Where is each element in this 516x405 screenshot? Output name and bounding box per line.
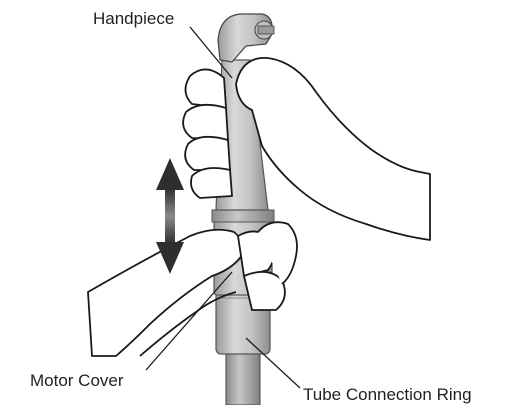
handpiece-label: Handpiece xyxy=(93,9,174,29)
motor-cover-label: Motor Cover xyxy=(30,371,124,391)
tube-connection-ring-label: Tube Connection Ring xyxy=(303,385,472,405)
tube xyxy=(226,350,260,405)
